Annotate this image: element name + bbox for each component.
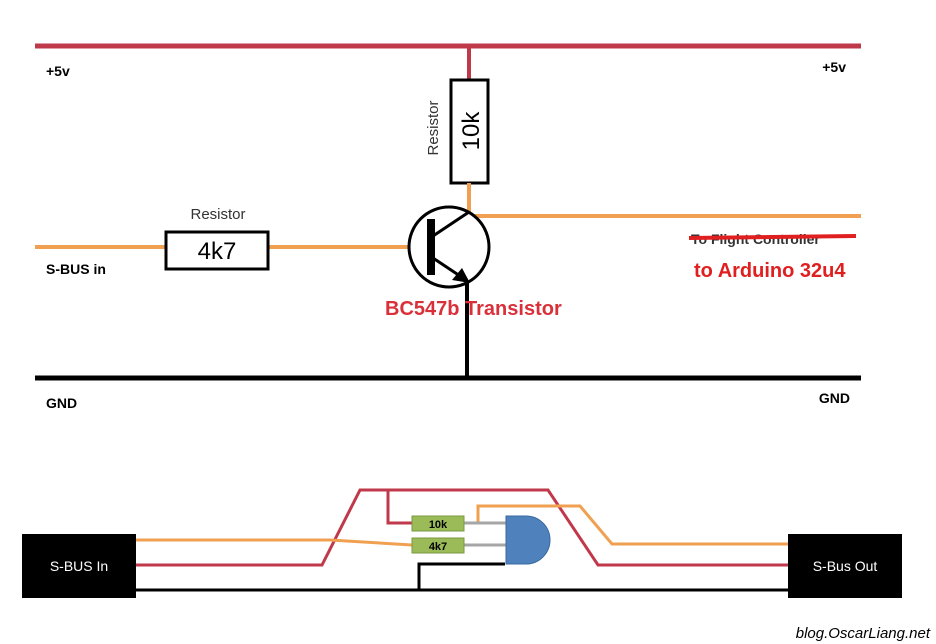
bb-resistor-4k7-label: 4k7: [429, 541, 447, 553]
bb-power-to-resistor: [386, 490, 412, 525]
bb-signal-in-wire: [136, 538, 413, 547]
resistor-10k-body: [449, 78, 490, 185]
resistor-4k7-label: Resistor: [190, 206, 245, 223]
bb-transistor-body: [505, 515, 551, 565]
sbus-out-box-label: S-Bus Out: [813, 558, 878, 574]
bb-emitter-ground-wire: [417, 562, 505, 590]
transistor-circle: [407, 205, 491, 289]
sbus-in-box: [22, 534, 136, 598]
vcc-left-label: +5v: [46, 63, 70, 79]
sbus-in-label: S-BUS in: [46, 261, 106, 277]
strikethrough-line: [688, 234, 857, 240]
arduino-label: to Arduino 32u4: [694, 260, 846, 282]
bb-resistor-10k-label: 10k: [429, 519, 448, 531]
transistor-emitter-arrow: [452, 268, 470, 283]
sbus-in-box-label: S-BUS In: [50, 558, 108, 574]
resistor-10k-label: Resistor: [425, 100, 442, 155]
resistor-4k7-body: [164, 230, 270, 271]
bb-resistor-4k7: [411, 537, 465, 554]
gnd-right-label: GND: [819, 390, 850, 406]
resistor-4k7-value: 4k7: [198, 238, 237, 265]
bb-power-wire: [136, 488, 788, 567]
bb-signal-out-wire: [476, 504, 788, 546]
transistor-label: BC547b Transistor: [385, 298, 562, 320]
transistor-collector-lead: [432, 210, 470, 238]
vcc-right-label: +5v: [822, 59, 846, 75]
sbus-out-box: [788, 534, 902, 598]
bb-resistor-10k: [411, 515, 465, 532]
watermark: blog.OscarLiang.net: [796, 625, 931, 642]
gnd-left-label: GND: [46, 395, 77, 411]
resistor-10k-value: 10k: [458, 111, 485, 151]
